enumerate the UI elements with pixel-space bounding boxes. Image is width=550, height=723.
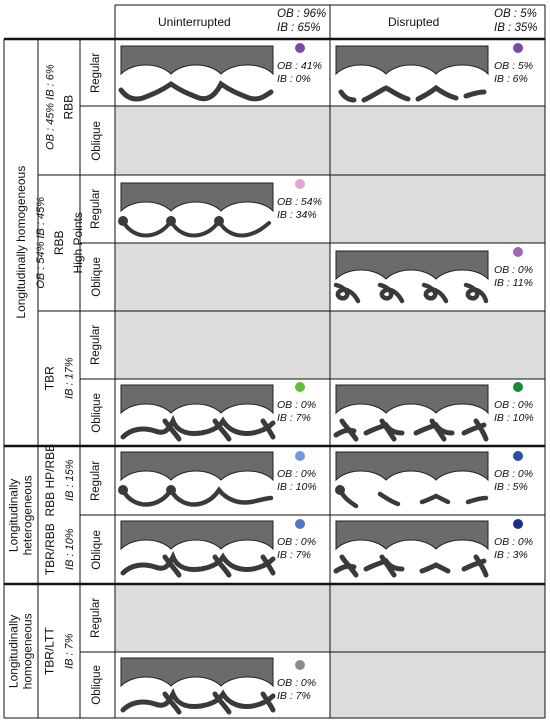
empty-cell-hp-oblique-uninterrupted [115, 243, 330, 311]
schematic-tbr-oblique-uninterrupted [121, 385, 273, 439]
color-dot-tbr-obl-un [295, 382, 305, 392]
color-dot-het1-reg-un [295, 451, 305, 461]
stats-het1-reg-dis: OB : 0%IB : 5% [494, 468, 534, 493]
column-stats-uninterrupted: OB : 96% IB : 65% [277, 8, 326, 36]
empty-cell-rbb-oblique-disrupted [330, 106, 545, 175]
stats-hp-reg-un: OB : 54%IB : 34% [277, 196, 322, 221]
column-ib-disrupted: IB : 35% [494, 21, 538, 34]
stats-rbb-reg-un: OB : 41%IB : 0% [277, 60, 322, 85]
column-ob-disrupted: OB : 5% [494, 8, 537, 20]
stats-ltt-obl-un: OB : 0%IB : 7% [277, 677, 317, 702]
stats-hp-obl-dis: OB : 0%IB : 11% [494, 264, 534, 289]
color-dot-het2-obl-un [295, 519, 305, 529]
column-header-uninterrupted: Uninterrupted [158, 15, 231, 29]
color-dot-hp-obl-dis [513, 247, 523, 257]
stats-het1-reg-un: OB : 0%IB : 10% [277, 468, 317, 493]
stats-het2-obl-un: OB : 0%IB : 7% [277, 536, 317, 561]
schematic-tbr-oblique-disrupted [336, 385, 488, 439]
empty-cell-hp-regular-disrupted [330, 175, 545, 243]
empty-cell-tbr-regular-disrupted [330, 311, 545, 379]
stats-tbr-obl-dis: OB : 0%IB : 10% [494, 399, 534, 424]
color-dot-hp-reg-un [295, 179, 305, 189]
empty-cell-ltt-regular-uninterrupted [115, 584, 330, 652]
empty-cell-ltt-regular-disrupted [330, 584, 545, 652]
empty-cell-rbb-oblique-uninterrupted [115, 106, 330, 175]
color-dot-het2-obl-dis [513, 519, 523, 529]
schematic-rbb-regular-uninterrupted [121, 46, 273, 99]
empty-cell-tbr-regular-uninterrupted [115, 311, 330, 379]
schematic-hp-oblique-disrupted [336, 251, 488, 301]
column-stats-disrupted: OB : 5% IB : 35% [494, 8, 537, 36]
stats-het2-obl-dis: OB : 0%IB : 3% [494, 536, 534, 561]
empty-cell-ltt-oblique-disrupted [330, 652, 545, 718]
column-header-disrupted: Disrupted [388, 15, 440, 29]
color-dot-het1-reg-dis [513, 451, 523, 461]
column-ob-uninterrupted: OB : 96% [277, 8, 327, 20]
color-dot-rbb-reg-dis [513, 43, 523, 53]
stats-tbr-obl-un: OB : 0%IB : 7% [277, 399, 317, 424]
schematic-het-regular-uninterrupted [118, 452, 273, 504]
schematic-rbb-regular-disrupted [336, 46, 488, 100]
color-dot-rbb-reg-un [295, 43, 305, 53]
schematic-hp-regular-uninterrupted [116, 181, 275, 238]
schematic-het-regular-disrupted [335, 452, 488, 506]
color-dot-ltt-obl-un [295, 660, 305, 670]
stats-rbb-reg-dis: OB : 5%IB : 6% [494, 60, 534, 85]
schematic-het-oblique-uninterrupted [121, 521, 273, 575]
column-ib-uninterrupted: IB : 65% [277, 21, 321, 34]
color-dot-tbr-obl-dis [513, 382, 523, 392]
schematic-het-oblique-disrupted [336, 521, 488, 575]
schematic-ltt-oblique-uninterrupted [121, 658, 273, 712]
